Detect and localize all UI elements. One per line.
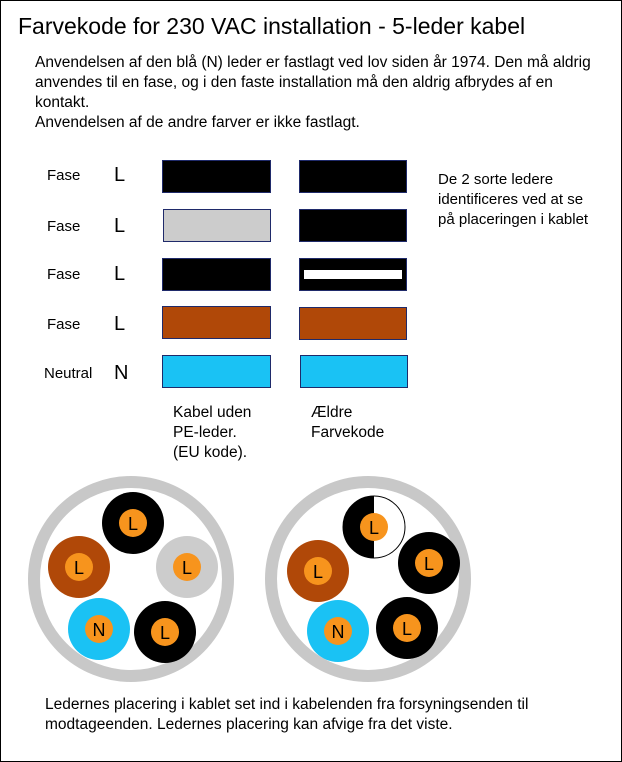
cable-eu-conductor-4: N [68, 598, 130, 660]
conductor-label: N [332, 622, 345, 642]
eu-caption-line-3: (EU kode). [173, 444, 248, 461]
eu-swatch-2 [163, 209, 271, 242]
conductor-core [65, 553, 93, 581]
conductor-core [360, 513, 388, 541]
old-swatch-4 [299, 307, 407, 340]
eu-swatch-5 [162, 355, 271, 388]
eu-swatch-3 [162, 258, 271, 291]
cable-eu-conductor-2: L [48, 536, 110, 598]
footer-note: Ledernes placering i kablet set ind i ka… [45, 696, 529, 733]
cable-old-conductor-5: L [376, 597, 438, 659]
intro-text: Anvendelsen af den blå (N) leder er fast… [35, 53, 595, 133]
conductor-label: L [402, 619, 412, 639]
conductor-core [415, 549, 443, 577]
cable-old: L L L N L [265, 476, 471, 682]
old-swatch-1 [299, 160, 407, 193]
row-5-code: N [114, 362, 129, 384]
cable-old-sheath [265, 476, 471, 682]
conductor-label: L [74, 558, 84, 578]
cable-eu-sheath [28, 476, 234, 682]
cable-eu-conductor-5: L [134, 601, 196, 663]
conductor-label: L [424, 554, 434, 574]
row-4-code: L [114, 313, 126, 335]
conductor-label: L [182, 558, 192, 578]
conductor-core [151, 618, 179, 646]
side-note: De 2 sorte ledere identificeres ved at s… [438, 171, 589, 228]
row-1-code: L [114, 164, 126, 186]
conductor-label: L [313, 562, 323, 582]
old-swatch-5 [300, 355, 408, 388]
eu-caption-line-1: Kabel uden [173, 404, 252, 421]
old-caption-line-1: Ældre [311, 404, 353, 421]
row-2-code: L [114, 215, 126, 237]
intro-paragraph-2: Anvendelsen af de andre farver er ikke f… [35, 114, 360, 131]
old-swatch-3 [299, 258, 407, 291]
row-1-name: Fase [47, 167, 81, 184]
row-4-name: Fase [47, 316, 81, 333]
cable-old-conductor-4: N [307, 600, 369, 662]
cable-old-conductor-1: L [342, 495, 406, 559]
cable-eu-conductor-1: L [102, 492, 164, 554]
diagram-title: Farvekode for 230 VAC installation - 5-l… [18, 13, 526, 39]
eu-caption: Kabel uden PE-leder. (EU kode). [173, 403, 251, 463]
conductor-label: L [128, 514, 138, 534]
conductor-insulation-black-half [343, 496, 374, 558]
conductor-core [304, 557, 332, 585]
eu-swatch-4 [162, 306, 271, 339]
old-caption: Ældre Farvekode [311, 403, 384, 443]
cable-eu: L L L N L [28, 476, 234, 682]
conductor-core [324, 617, 352, 645]
conductor-core [173, 553, 201, 581]
conductor-label: L [369, 518, 379, 538]
conductor-label: N [93, 620, 106, 640]
row-2-name: Fase [47, 218, 81, 235]
intro-paragraph-1: Anvendelsen af den blå (N) leder er fast… [35, 54, 591, 111]
eu-caption-line-2: PE-leder. [173, 424, 237, 441]
conductor-core [85, 615, 113, 643]
old-caption-line-2: Farvekode [311, 424, 385, 441]
cable-old-conductor-2: L [287, 540, 349, 602]
cable-old-conductor-3: L [398, 532, 460, 594]
conductor-core [393, 614, 421, 642]
conductor-label: L [160, 623, 170, 643]
old-swatch-3-white-stripe [304, 270, 402, 279]
old-swatch-2 [299, 209, 407, 242]
eu-swatch-1 [162, 160, 271, 193]
row-3-code: L [114, 263, 126, 285]
conductor-core [119, 509, 147, 537]
cable-cross-sections: L L L N L [28, 476, 471, 682]
row-3-name: Fase [47, 266, 81, 283]
cable-eu-conductor-3: L [156, 536, 218, 598]
row-5-name: Neutral [44, 365, 93, 382]
